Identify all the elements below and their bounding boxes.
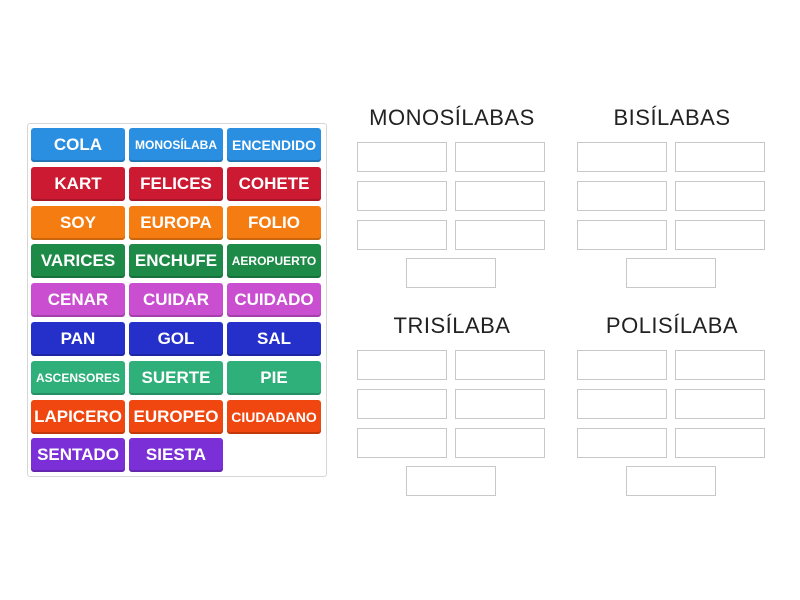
drop-slot[interactable] bbox=[577, 428, 667, 458]
drop-slot[interactable] bbox=[675, 220, 765, 250]
drop-slot[interactable] bbox=[357, 220, 447, 250]
word-tile[interactable]: VARICES bbox=[31, 244, 125, 279]
drop-slot[interactable] bbox=[357, 389, 447, 419]
drop-slot[interactable] bbox=[675, 142, 765, 172]
drop-slot[interactable] bbox=[455, 389, 545, 419]
drop-slot[interactable] bbox=[577, 220, 667, 250]
drop-slot[interactable] bbox=[357, 181, 447, 211]
drop-slot[interactable] bbox=[406, 258, 496, 288]
word-tile[interactable]: CENAR bbox=[31, 283, 125, 318]
drop-slot[interactable] bbox=[357, 428, 447, 458]
word-tile[interactable]: GOL bbox=[129, 322, 223, 356]
word-tile[interactable]: ENCHUFE bbox=[129, 244, 223, 279]
word-tile[interactable]: ENCENDIDO bbox=[227, 128, 321, 162]
drop-slot[interactable] bbox=[626, 466, 716, 496]
drop-slot[interactable] bbox=[626, 258, 716, 288]
drop-slot[interactable] bbox=[455, 220, 545, 250]
word-tile[interactable]: FELICES bbox=[129, 166, 223, 201]
word-tile[interactable]: CUIDAR bbox=[129, 283, 223, 318]
drop-slot[interactable] bbox=[455, 350, 545, 380]
word-tile[interactable]: MONOSÍLABA bbox=[129, 128, 223, 162]
word-tile[interactable]: KART bbox=[31, 166, 125, 201]
word-tile[interactable]: SAL bbox=[227, 322, 321, 356]
drop-slot[interactable] bbox=[675, 389, 765, 419]
drop-slot[interactable] bbox=[577, 350, 667, 380]
word-tile[interactable]: FOLIO bbox=[227, 205, 321, 240]
drop-slot[interactable] bbox=[357, 350, 447, 380]
word-tile[interactable]: SIESTA bbox=[129, 438, 223, 473]
word-tile[interactable]: CUIDADO bbox=[227, 283, 321, 318]
group-title: MONOSÍLABAS bbox=[369, 105, 535, 130]
word-tile[interactable]: LAPICERO bbox=[31, 399, 125, 434]
word-tile[interactable]: SUERTE bbox=[129, 360, 223, 395]
drop-slot[interactable] bbox=[577, 142, 667, 172]
word-tile[interactable]: COLA bbox=[31, 128, 125, 162]
word-tile[interactable]: PIE bbox=[227, 360, 321, 395]
word-tile[interactable]: ASCENSORES bbox=[31, 360, 125, 395]
drop-slot[interactable] bbox=[675, 181, 765, 211]
drop-slot[interactable] bbox=[577, 181, 667, 211]
group-title: BISÍLABAS bbox=[613, 105, 731, 130]
drop-slot[interactable] bbox=[455, 428, 545, 458]
drop-slot[interactable] bbox=[577, 389, 667, 419]
group-title: POLISÍLABA bbox=[605, 313, 739, 338]
word-tile[interactable]: SENTADO bbox=[31, 438, 125, 473]
drop-slot[interactable] bbox=[357, 142, 447, 172]
group-title: TRISÍLABA bbox=[393, 313, 511, 338]
word-tile[interactable]: PAN bbox=[31, 322, 125, 356]
word-tile[interactable]: SOY bbox=[31, 205, 125, 240]
word-tile[interactable]: EUROPA bbox=[129, 205, 223, 240]
drop-slot[interactable] bbox=[455, 181, 545, 211]
drop-slot[interactable] bbox=[455, 142, 545, 172]
word-tile[interactable]: CIUDADANO bbox=[227, 399, 321, 434]
drop-slot[interactable] bbox=[675, 428, 765, 458]
word-tile[interactable]: COHETE bbox=[227, 166, 321, 201]
word-tile[interactable]: EUROPEO bbox=[129, 399, 223, 434]
drop-slot[interactable] bbox=[675, 350, 765, 380]
word-tile[interactable]: AEROPUERTO bbox=[227, 244, 321, 279]
drop-slot[interactable] bbox=[406, 466, 496, 496]
